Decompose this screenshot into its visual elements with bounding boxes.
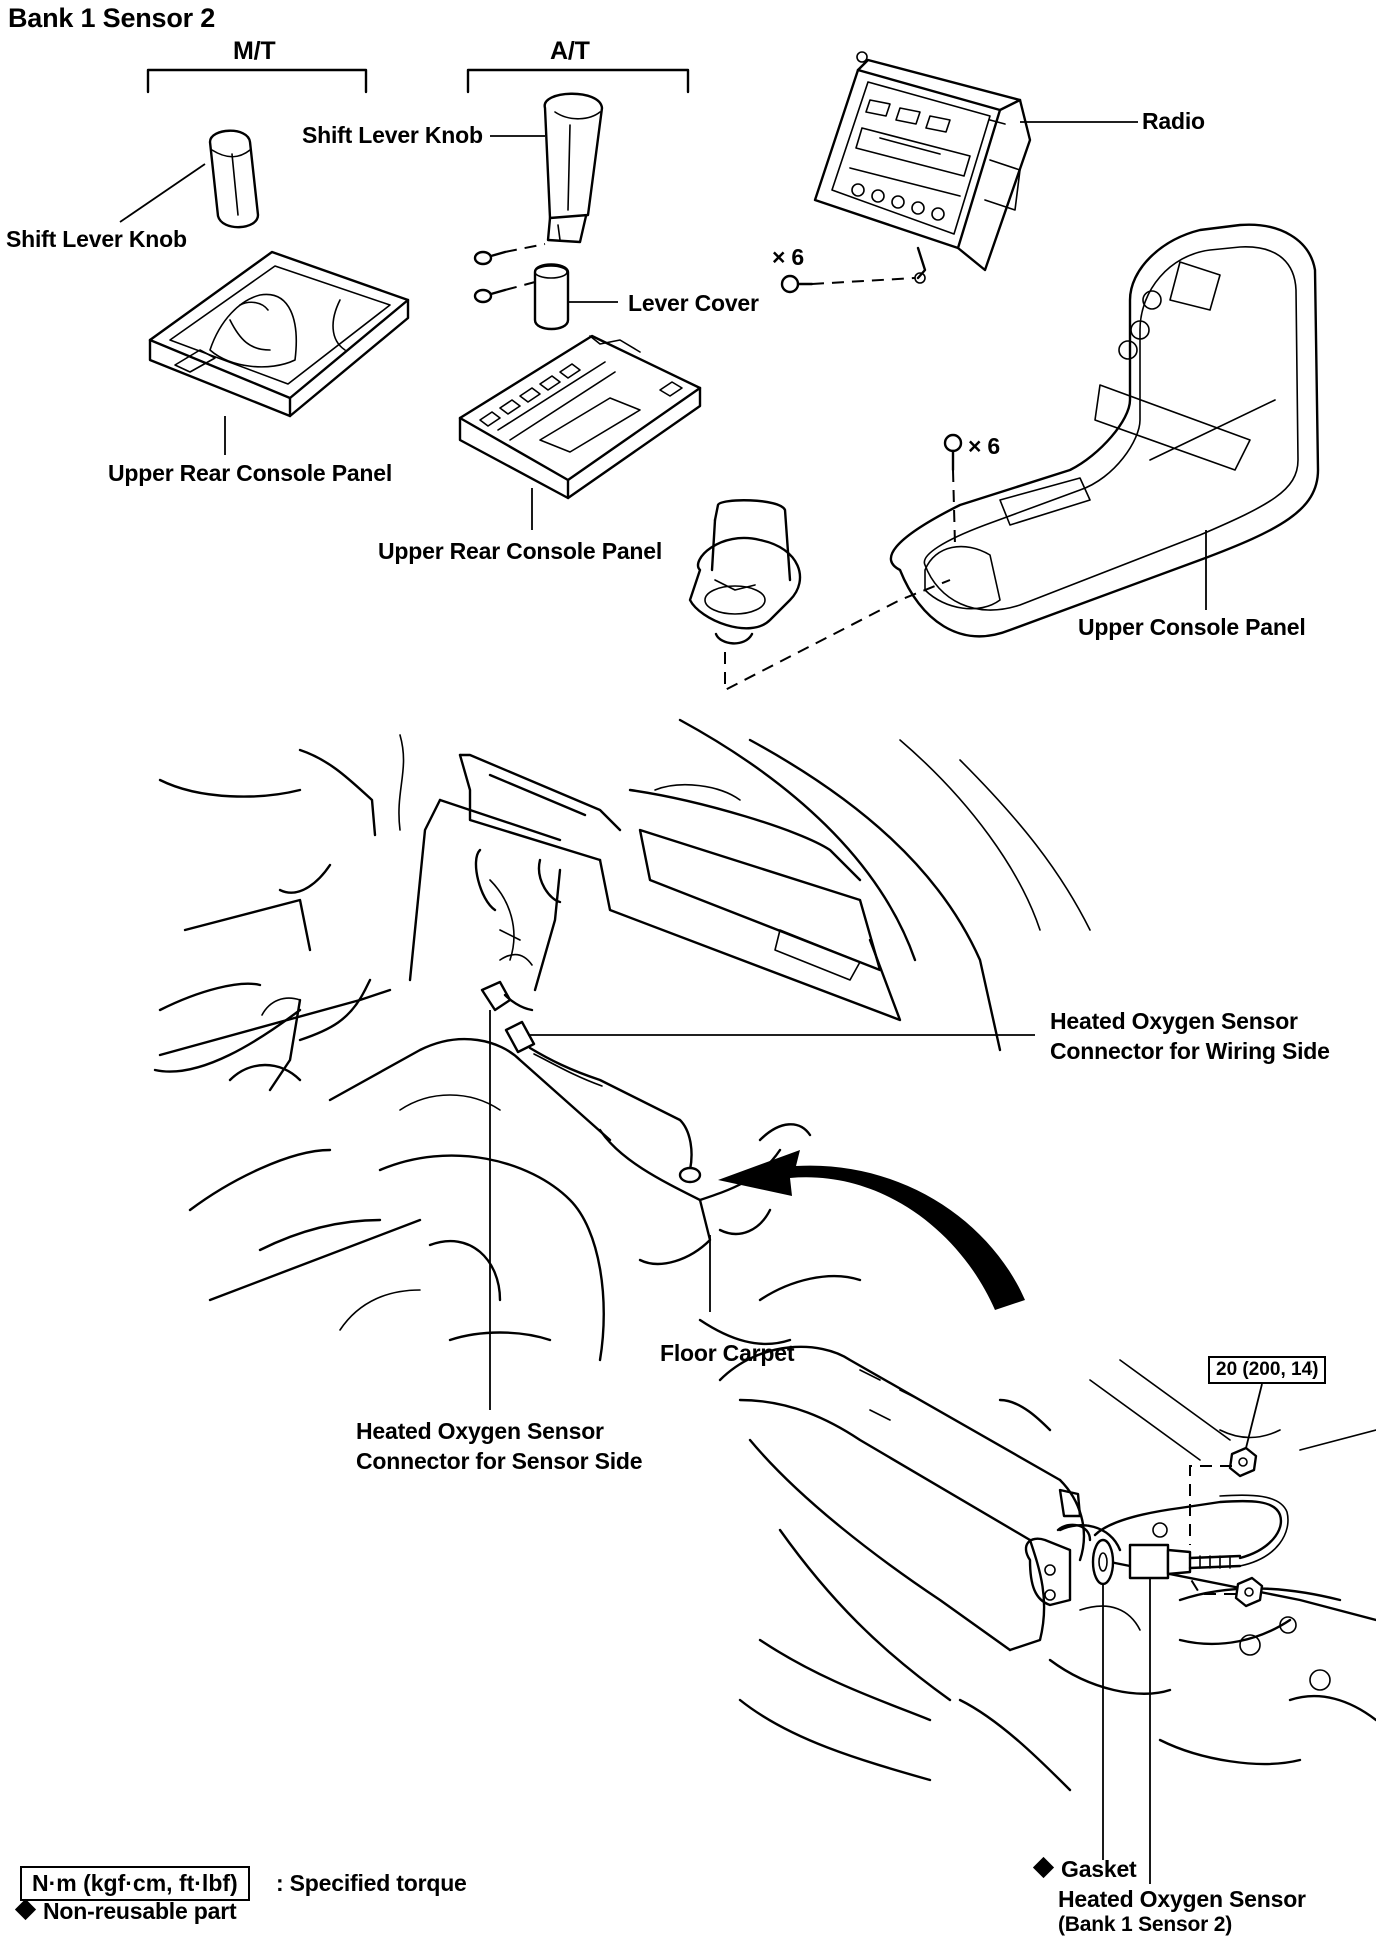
vehicle-interior-cutaway — [153, 718, 1091, 1362]
connector-sensor-side — [480, 980, 534, 1012]
diagram-title: Bank 1 Sensor 2 — [8, 3, 216, 33]
at-knob-screw-upper — [473, 243, 546, 266]
at-shift-lever-knob — [543, 92, 604, 244]
upper-console-panel-label: Upper Console Panel — [1078, 614, 1306, 640]
nonreusable-diamond-icon — [14, 1898, 37, 1921]
nut-upper — [1228, 1446, 1258, 1478]
exhaust-underbody — [718, 1345, 1376, 1792]
at-group-label: A/T — [550, 37, 590, 65]
torque-spec-box: 20 (200, 14) — [1208, 1356, 1327, 1384]
exhaust-flange — [1024, 1488, 1092, 1607]
ho2s-connector-sensor-label-line2: Connector for Sensor Side — [356, 1448, 643, 1474]
console-screw — [943, 433, 963, 546]
ho2s-label-line1: Heated Oxygen Sensor — [1058, 1886, 1306, 1912]
at-group-bracket — [466, 68, 690, 94]
lever-cover — [533, 263, 570, 331]
legend-nonreusable: Non-reusable part — [14, 1898, 237, 1926]
heated-oxygen-sensor — [1093, 1494, 1289, 1580]
at-knob-screw-lower — [473, 281, 536, 304]
cup-holder — [688, 499, 802, 645]
gasket-label: Gasket — [1032, 1856, 1137, 1884]
ho2s-connector-wiring-label-line1: Heated Oxygen Sensor — [1050, 1008, 1298, 1034]
at-upper-rear-console-panel — [458, 334, 702, 500]
mt-upper-rear-console-panel — [148, 250, 410, 418]
nut-lower-dashed — [1189, 1577, 1236, 1595]
floor-carpet-label: Floor Carpet — [660, 1340, 795, 1366]
gasket-label-text: Gasket — [1061, 1856, 1137, 1882]
legend-nonreusable-text: Non-reusable part — [43, 1898, 237, 1924]
torque-leader — [1245, 1383, 1263, 1449]
ho2s-connector-wiring-label-line2: Connector for Wiring Side — [1050, 1038, 1330, 1064]
console-screw-qty: × 6 — [968, 433, 1001, 459]
legend-torque-text: : Specified torque — [276, 1870, 467, 1896]
radio-label: Radio — [1142, 108, 1205, 134]
ho2s-label-line2: (Bank 1 Sensor 2) — [1058, 1913, 1232, 1936]
upper-rear-console-panel-at-label: Upper Rear Console Panel — [378, 538, 663, 564]
nut-upper-dashed — [1189, 1465, 1232, 1545]
connector-wiring-side — [504, 1020, 702, 1184]
radio-unit — [813, 51, 1032, 284]
lever-cover-label: Lever Cover — [628, 290, 759, 316]
radio-screw — [780, 274, 916, 294]
mt-knob-leader — [119, 163, 206, 223]
mt-group-bracket — [146, 68, 368, 94]
shift-lever-knob-at-label: Shift Lever Knob — [302, 122, 483, 148]
upper-rear-console-panel-mt-label: Upper Rear Console Panel — [108, 460, 393, 486]
gasket — [1091, 1538, 1115, 1586]
nonreusable-diamond-icon — [1032, 1856, 1055, 1879]
shift-lever-knob-mt-label: Shift Lever Knob — [6, 226, 187, 252]
mt-group-label: M/T — [233, 37, 276, 65]
legend-torque-unit-box: N·m (kgf·cm, ft·lbf) — [20, 1866, 250, 1901]
nut-lower — [1234, 1576, 1264, 1608]
radio-screw-qty: × 6 — [772, 244, 805, 270]
cup-holder-to-console-dashed — [724, 579, 951, 692]
ho2s-connector-sensor-label-line1: Heated Oxygen Sensor — [356, 1418, 604, 1444]
routing-arrow-icon — [718, 1150, 1025, 1310]
mt-shift-lever-knob — [208, 129, 260, 229]
upper-console-panel — [889, 223, 1320, 638]
